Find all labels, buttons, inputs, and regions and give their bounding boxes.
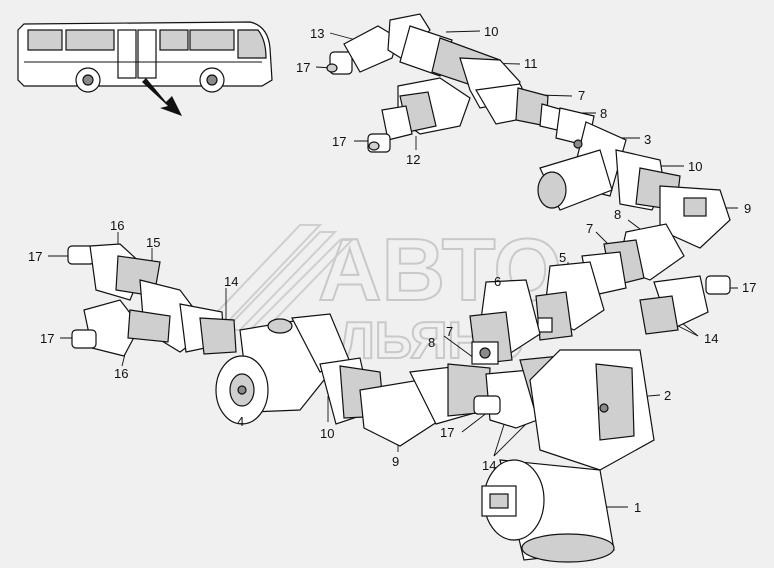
callout-9: 9 xyxy=(392,454,399,469)
upper-assembly xyxy=(326,13,731,249)
callout-3: 3 xyxy=(644,132,651,147)
callout-17: 17 xyxy=(296,60,310,75)
callout-7: 7 xyxy=(446,324,453,339)
callout-4: 4 xyxy=(237,414,244,429)
callout-labels: 13 17 10 11 7 8 3 17 12 10 9 8 7 5 6 17 … xyxy=(28,24,756,515)
lower-assembly xyxy=(215,313,655,563)
callout-1: 1 xyxy=(634,500,641,515)
left-fittings xyxy=(67,243,237,357)
callout-9: 9 xyxy=(744,201,751,216)
callout-16: 16 xyxy=(114,366,128,381)
callout-17: 17 xyxy=(28,249,42,264)
callout-7: 7 xyxy=(586,221,593,236)
callout-8: 8 xyxy=(600,106,607,121)
callout-10: 10 xyxy=(484,24,498,39)
callout-17: 17 xyxy=(742,280,756,295)
callout-7: 7 xyxy=(578,88,585,103)
callout-11: 11 xyxy=(524,56,538,71)
callout-6: 6 xyxy=(494,274,501,289)
callout-8: 8 xyxy=(428,335,435,350)
bus-thumbnail xyxy=(17,21,273,116)
callout-14: 14 xyxy=(704,331,718,346)
middle-right-fittings xyxy=(469,223,731,365)
callout-10: 10 xyxy=(320,426,334,441)
callout-12: 12 xyxy=(406,152,420,167)
callout-17: 17 xyxy=(440,425,454,440)
callout-14: 14 xyxy=(482,458,496,473)
callout-17: 17 xyxy=(332,134,346,149)
callout-10: 10 xyxy=(688,159,702,174)
callout-13: 13 xyxy=(310,26,324,41)
callout-5: 5 xyxy=(559,250,566,265)
callout-15: 15 xyxy=(146,235,160,250)
callout-2: 2 xyxy=(664,388,671,403)
callout-16: 16 xyxy=(110,218,124,233)
callout-8: 8 xyxy=(614,207,621,222)
callout-17: 17 xyxy=(40,331,54,346)
callout-14: 14 xyxy=(224,274,238,289)
